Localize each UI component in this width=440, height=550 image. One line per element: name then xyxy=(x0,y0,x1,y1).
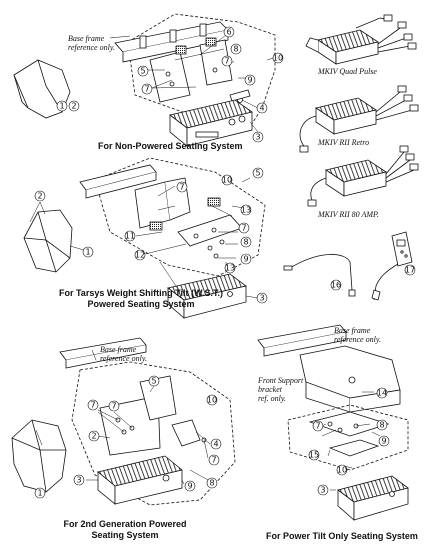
power-tilt-assembly xyxy=(257,324,409,521)
caption-non-powered: For Non-Powered Seating System xyxy=(98,141,243,151)
gen2-shroud xyxy=(11,419,67,493)
g2-callout-2: 2 xyxy=(91,432,96,441)
wst-callout-5: 5 xyxy=(255,169,260,178)
wst-callout-10: 10 xyxy=(222,176,232,185)
np-callout-8: 8 xyxy=(233,45,238,54)
caption-line: Seating System xyxy=(91,530,159,540)
wst-callout-1: 1 xyxy=(85,248,90,257)
note-base-frame-top: Base frame reference only. xyxy=(68,34,115,52)
wst-callout-3: 3 xyxy=(259,294,264,303)
gen2-assembly xyxy=(11,337,236,506)
g2-callout-9: 9 xyxy=(187,482,192,491)
np-callout-1: 1 xyxy=(59,102,64,111)
np-callout-7a: 7 xyxy=(144,85,149,94)
acc-callout-16: 16 xyxy=(331,281,341,290)
np-cover-shroud xyxy=(13,59,71,119)
g2-callout-8: 8 xyxy=(209,479,214,488)
pt-callout-8: 8 xyxy=(379,421,384,430)
note-line: Base frame xyxy=(68,34,105,43)
g2-callout-4: 4 xyxy=(213,440,218,449)
pt-callout-15: 15 xyxy=(309,451,319,460)
quad-pulse-unit xyxy=(305,14,417,65)
model-label-rii-retro: MKIV RII Retro xyxy=(318,138,370,147)
programming-cable xyxy=(283,254,356,297)
np-callout-5: 5 xyxy=(140,67,145,76)
rii-retro-unit xyxy=(299,85,419,153)
np-callout-7b: 7 xyxy=(224,57,229,66)
wst-assembly xyxy=(23,157,266,319)
rii-80-unit xyxy=(307,145,419,207)
np-callout-2: 2 xyxy=(71,102,76,111)
wst-callout-13b: 13 xyxy=(225,264,235,273)
np-callout-9: 9 xyxy=(247,76,252,85)
caption-power-tilt: For Power Tilt Only Seating System xyxy=(266,531,418,541)
np-callout-4: 4 xyxy=(259,104,264,113)
wst-callout-13a: 13 xyxy=(241,206,251,215)
note-line: reference only. xyxy=(334,335,381,344)
g2-callout-5: 5 xyxy=(151,377,156,386)
wst-callout-12: 12 xyxy=(135,251,145,260)
hand-programmer xyxy=(371,231,413,301)
note-line: ref. only. xyxy=(258,394,286,403)
note-line: bracket xyxy=(258,385,282,394)
caption-gen2: For 2nd Generation Powered Seating Syste… xyxy=(50,519,200,541)
pt-callout-10: 10 xyxy=(337,466,347,475)
g2-callout-7a: 7 xyxy=(90,401,95,410)
pt-callout-7: 7 xyxy=(315,422,320,431)
non-powered-assembly xyxy=(13,13,276,147)
wst-callout-2: 2 xyxy=(37,192,42,201)
note-line: Base frame xyxy=(334,326,371,335)
model-label-rii-80: MKIV RII 80 AMP. xyxy=(318,210,379,219)
gen2-controller xyxy=(97,455,183,505)
np-callout-3: 3 xyxy=(255,133,260,142)
pt-callout-3: 3 xyxy=(320,486,325,495)
note-front-support: Front Support bracket ref. only. xyxy=(258,376,303,403)
np-controller xyxy=(169,99,253,147)
np-callout-10: 10 xyxy=(273,54,283,63)
caption-wst: For Tarsys Weight Shifting Tilt (W.S.T.)… xyxy=(16,288,266,310)
pt-controller xyxy=(337,475,409,521)
model-label-quad-pulse: MKIV Quad Pulse xyxy=(318,67,377,76)
note-base-frame-gen2: Base frame reference only. xyxy=(100,345,147,363)
wst-callout-8: 8 xyxy=(243,238,248,247)
wst-shroud xyxy=(23,209,73,273)
note-line: reference only. xyxy=(100,354,147,363)
wst-callout-11: 11 xyxy=(125,232,135,241)
g2-callout-1: 1 xyxy=(37,489,42,498)
callout-labels: 1 2 3 4 5 6 7 7 8 9 10 1 2 3 5 7 7 8 9 1… xyxy=(37,28,415,498)
g2-callout-3: 3 xyxy=(76,476,81,485)
wst-callout-9: 9 xyxy=(243,255,248,264)
np-callout-6: 6 xyxy=(226,28,231,37)
pt-callout-14: 14 xyxy=(377,389,387,398)
g2-callout-7b: 7 xyxy=(111,402,116,411)
note-line: Front Support xyxy=(258,376,304,385)
caption-line: Powered Seating System xyxy=(87,299,195,309)
wst-callout-7a: 7 xyxy=(179,183,184,192)
note-line: reference only. xyxy=(68,43,115,52)
note-line: Base frame xyxy=(100,345,137,354)
callout-markers xyxy=(34,26,416,499)
wst-controller xyxy=(167,273,247,319)
wst-callout-7b: 7 xyxy=(241,224,246,233)
caption-line: For Tarsys Weight Shifting Tilt (W.S.T.) xyxy=(58,288,223,298)
g2-callout-7c: 7 xyxy=(211,456,216,465)
acc-callout-17: 17 xyxy=(405,266,415,275)
note-base-frame-tilt: Base frame reference only. xyxy=(334,326,381,344)
caption-line: For 2nd Generation Powered xyxy=(63,519,187,529)
g2-callout-10: 10 xyxy=(207,396,217,405)
controller-models xyxy=(283,14,419,301)
pt-callout-9: 9 xyxy=(381,437,386,446)
